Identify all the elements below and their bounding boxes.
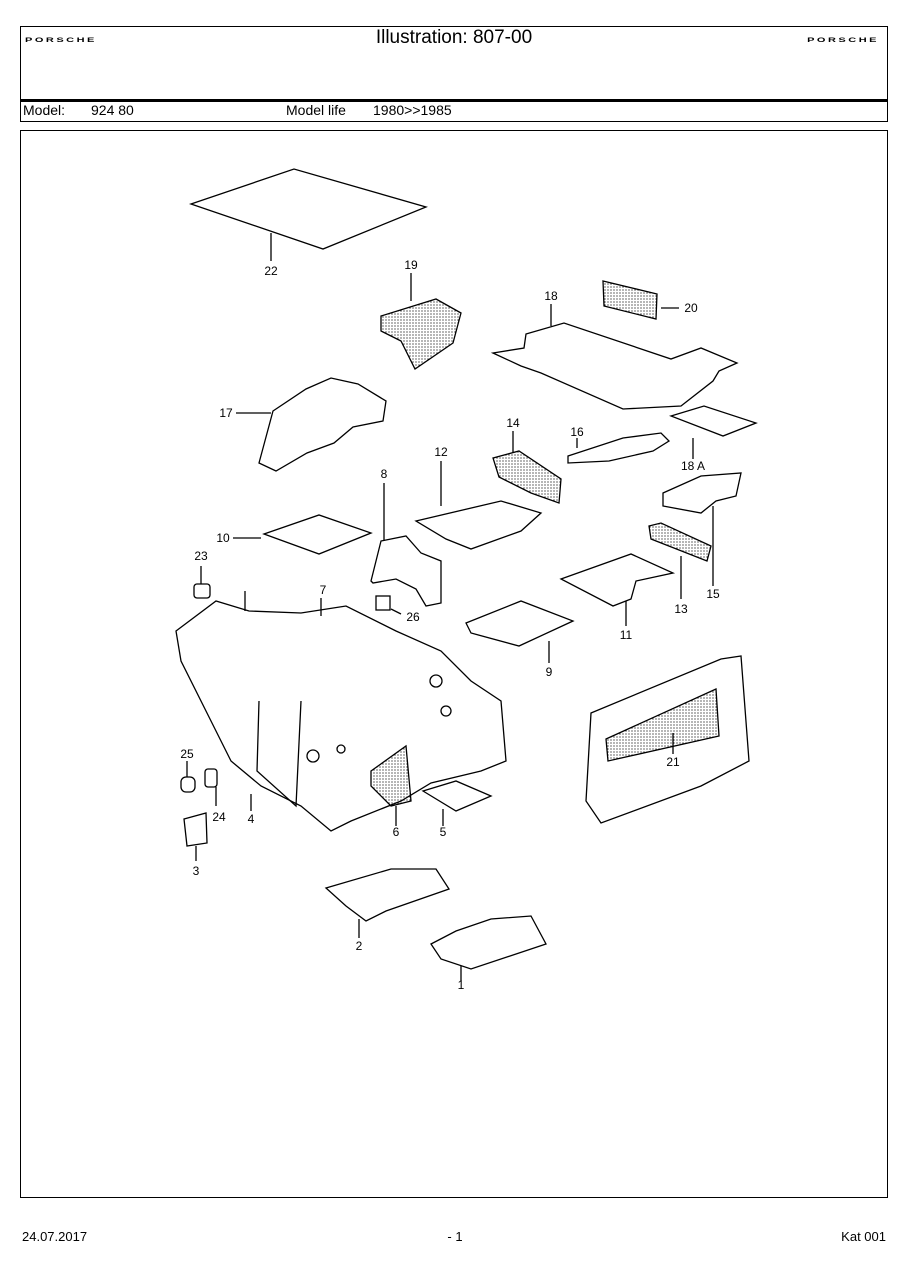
- callout-4: 4: [248, 812, 255, 826]
- part-1-floor-mat: [430, 915, 547, 970]
- callout-6: 6: [393, 825, 400, 839]
- callout-17: 17: [219, 406, 233, 420]
- callout-15: 15: [706, 587, 720, 601]
- footer-date: 24.07.2017: [22, 1229, 88, 1244]
- callout-21: 21: [666, 755, 680, 769]
- porsche-logo-right: PORSCHE: [807, 37, 879, 44]
- callout-5: 5: [440, 825, 447, 839]
- callout-9: 9: [546, 665, 553, 679]
- model-label: Model:: [23, 102, 66, 118]
- part-19-insulation: [380, 298, 462, 370]
- part-20-insulation: [602, 280, 658, 320]
- model-value: 924 80: [91, 102, 134, 118]
- callout-3: 3: [193, 864, 200, 878]
- parts-diagram: 22 19 18 20 17 14 16 18 A 12 8 10 23 7 2…: [175, 168, 758, 992]
- callout-24: 24: [212, 810, 226, 824]
- page-header: PORSCHE Illustration: 807-00 PORSCHE Mod…: [20, 26, 888, 122]
- part-7-body-insulation: [175, 600, 507, 832]
- header-divider: [21, 99, 887, 102]
- model-life-value: 1980>>1985: [373, 102, 452, 118]
- illustration-frame: 22 19 18 20 17 14 16 18 A 12 8 10 23 7 2…: [20, 130, 888, 1198]
- part-14-insulation: [492, 450, 562, 504]
- part-21-rear-panel: [585, 655, 750, 824]
- porsche-logo-left: PORSCHE: [25, 37, 97, 44]
- part-15-cover: [662, 472, 742, 514]
- callout-22: 22: [264, 264, 278, 278]
- part-16-trim: [567, 432, 671, 464]
- part-8-tunnel-trim: [370, 535, 442, 607]
- footer-page: - 1: [447, 1229, 463, 1244]
- callout-18a: 18 A: [681, 459, 705, 473]
- part-2-floor-mat: [324, 868, 450, 922]
- part-6-insulation: [370, 744, 412, 807]
- callout-19: 19: [404, 258, 418, 272]
- callout-2: 2: [356, 939, 363, 953]
- callout-25: 25: [180, 747, 194, 761]
- callout-26: 26: [406, 610, 420, 624]
- callout-20: 20: [684, 301, 698, 315]
- callout-1: 1: [458, 978, 465, 992]
- part-5-pad: [421, 780, 493, 812]
- part-18-carpet: [490, 322, 739, 410]
- model-life-label: Model life: [286, 102, 346, 118]
- part-9-mat: [465, 600, 575, 647]
- callout-16: 16: [570, 425, 584, 439]
- callout-14: 14: [506, 416, 520, 430]
- callout-10: 10: [216, 531, 230, 545]
- part-11-mat: [559, 553, 676, 607]
- part-3-pad: [183, 812, 208, 847]
- callout-labels: 22 19 18 20 17 14 16 18 A 12 8 10 23 7 2…: [180, 258, 720, 992]
- callout-7: 7: [320, 583, 327, 597]
- part-25-plug: [180, 776, 196, 793]
- part-18a-pad: [668, 405, 758, 437]
- part-10-mat: [262, 514, 373, 555]
- part-26-clip: [375, 595, 391, 611]
- part-22-headliner: [188, 168, 428, 250]
- part-12-mat: [414, 500, 543, 550]
- part-24-plug: [204, 768, 218, 788]
- part-23-clip: [193, 583, 211, 599]
- callout-8: 8: [381, 467, 388, 481]
- part-17-wheel-housing: [258, 377, 387, 472]
- illustration-title: Illustration: 807-00: [375, 27, 533, 48]
- callout-12: 12: [434, 445, 448, 459]
- callout-13: 13: [674, 602, 688, 616]
- part-13-insulation: [648, 522, 712, 562]
- callout-23: 23: [194, 549, 208, 563]
- callout-18: 18: [544, 289, 558, 303]
- callout-11: 11: [620, 628, 633, 642]
- footer-catalog: Kat 001: [841, 1229, 886, 1244]
